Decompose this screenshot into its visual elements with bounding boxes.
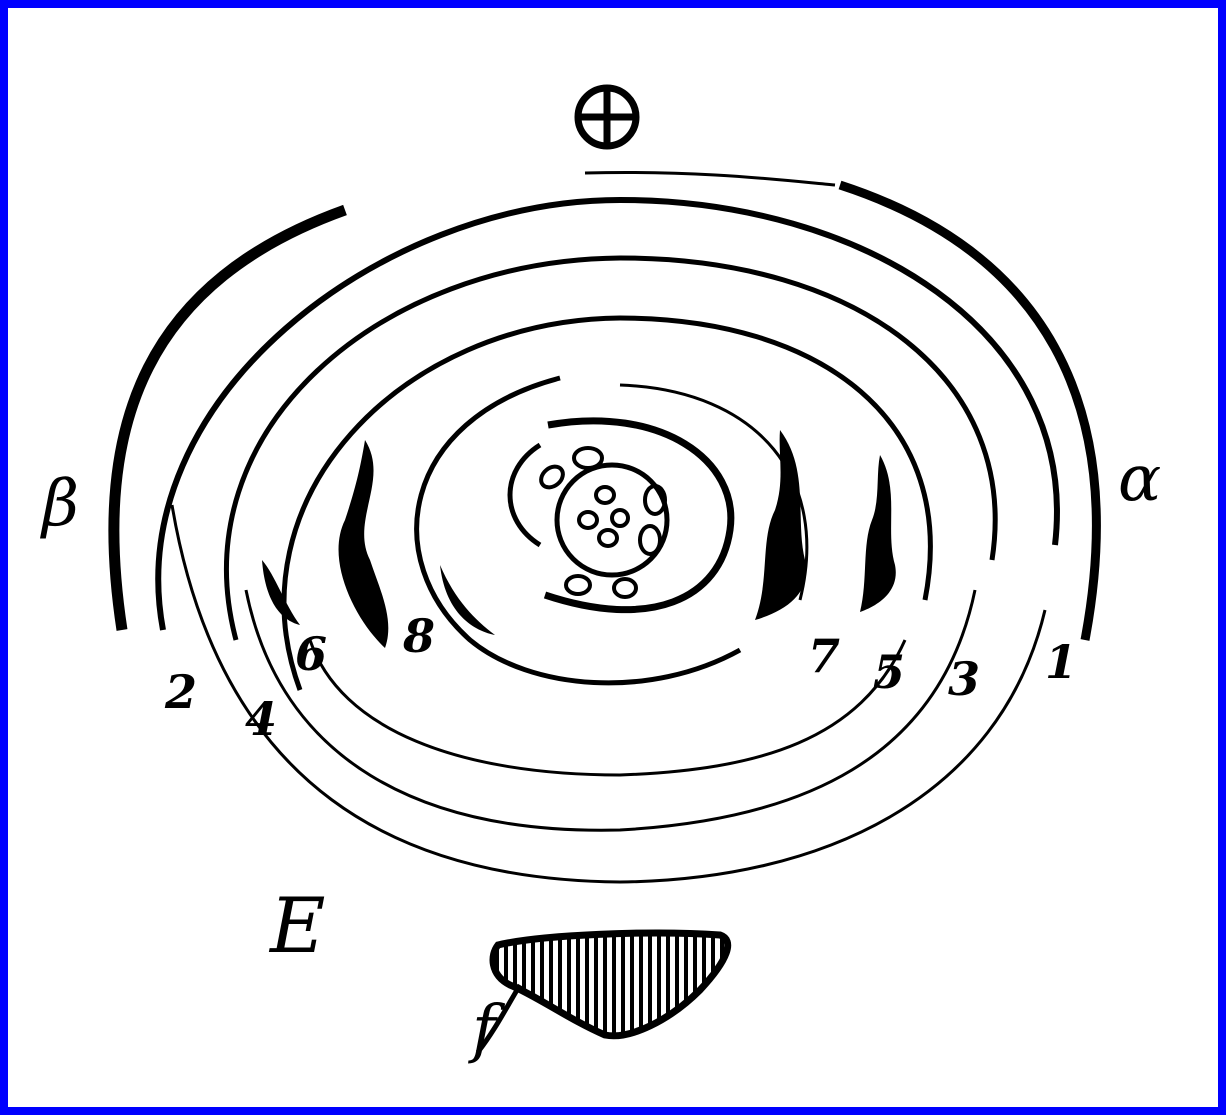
core-center-ring [554, 462, 670, 578]
label-4: 4 [245, 692, 277, 746]
label-8: 8 [402, 609, 435, 663]
bundle-left-1 [262, 560, 300, 625]
earth-symbol-icon [574, 84, 640, 150]
core-ring-inner [507, 442, 542, 548]
ring-3 [244, 589, 977, 832]
shaded-body-f [476, 929, 732, 1054]
label-2: 2 [164, 665, 197, 719]
arc-top-outer [584, 170, 836, 187]
label-5: 5 [873, 645, 905, 699]
ring-1 [170, 504, 1047, 884]
bundle-right-1 [755, 430, 807, 620]
label-1: 1 [1045, 635, 1077, 689]
label-6: 6 [295, 627, 327, 681]
figure-frame [8, 8, 1218, 1107]
ring-2 [155, 196, 1060, 631]
ring-5 [308, 639, 907, 777]
arc-alpha [838, 180, 1101, 641]
label-7: 7 [808, 629, 840, 683]
ring-4 [224, 255, 998, 641]
arc-beta [108, 204, 347, 631]
label-alpha: α [1118, 442, 1161, 516]
label-beta: β [40, 467, 79, 541]
label-E: E [268, 881, 325, 970]
ring-6 [281, 315, 933, 691]
label-3: 3 [948, 652, 980, 706]
ring-8 [414, 375, 742, 686]
core-ring-outer [543, 417, 735, 614]
bundle-left-2 [338, 440, 389, 648]
core-cells [539, 446, 667, 599]
label-f: f [468, 992, 506, 1066]
ring-7 [619, 383, 809, 601]
bundle-right-2 [860, 455, 896, 612]
bundle-left-3 [440, 565, 495, 635]
